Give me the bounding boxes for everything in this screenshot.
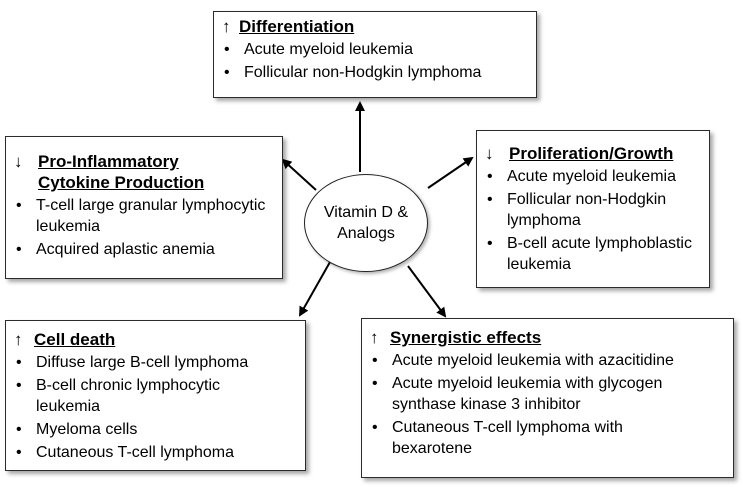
differentiation-title: Differentiation xyxy=(239,17,355,36)
list-item: Acute myeloid leukemia xyxy=(485,166,701,187)
list-item: Diffuse large B-cell lymphoma xyxy=(14,352,297,373)
list-item: B-cell acute lymphoblastic leukemia xyxy=(485,233,701,275)
list-item: Myeloma cells xyxy=(14,419,297,440)
up-arrow-icon: ↑ xyxy=(14,330,23,349)
list-item: Acute myeloid leukemia with glycogen syn… xyxy=(370,373,692,415)
list-item: T-cell large granular lymphocytic leukem… xyxy=(14,195,274,237)
synergistic-title: Synergistic effects xyxy=(390,328,542,347)
synergistic-box: ↑ Synergistic effects Acute myeloid leuk… xyxy=(361,318,734,478)
down-arrow-icon: ↓ xyxy=(14,152,23,171)
list-item: Cutaneous T-cell lymphoma with bexaroten… xyxy=(370,417,642,459)
list-item: Cutaneous T-cell lymphoma xyxy=(14,442,297,463)
list-item: Acute myeloid leukemia xyxy=(222,39,528,60)
synergistic-list: Acute myeloid leukemia with azacitidine … xyxy=(370,350,725,459)
differentiation-list: Acute myeloid leukemia Follicular non-Ho… xyxy=(222,39,528,83)
down-arrow-icon: ↓ xyxy=(485,144,494,163)
arrow-to-pro-inflammatory xyxy=(281,158,317,191)
pro-inflammatory-box: ↓ Pro-Inflammatory Cytokine Production T… xyxy=(5,136,283,279)
arrow-to-synergistic xyxy=(407,265,447,318)
pro-inflammatory-header: ↓ Pro-Inflammatory Cytokine Production xyxy=(14,151,274,193)
up-arrow-icon: ↑ xyxy=(370,328,379,347)
list-item: B-cell chronic lymphocytic leukemia xyxy=(14,375,266,417)
proliferation-title: Proliferation/Growth xyxy=(509,144,674,163)
proliferation-list: Acute myeloid leukemia Follicular non-Ho… xyxy=(485,166,701,275)
list-item: Acute myeloid leukemia with azacitidine xyxy=(370,350,725,371)
arrow-to-proliferation xyxy=(427,156,474,189)
cell-death-box: ↑ Cell death Diffuse large B-cell lympho… xyxy=(5,320,306,471)
vitamin-d-node: Vitamin D & Analogs xyxy=(304,174,428,272)
center-label: Vitamin D & Analogs xyxy=(323,204,409,242)
pro-inflammatory-title: Pro-Inflammatory Cytokine Production xyxy=(38,152,205,192)
cell-death-header: ↑ Cell death xyxy=(14,329,297,350)
differentiation-box: ↑ Differentiation Acute myeloid leukemia… xyxy=(213,11,537,98)
cell-death-list: Diffuse large B-cell lymphoma B-cell chr… xyxy=(14,352,297,463)
list-item: Follicular non-Hodgkin lymphoma xyxy=(222,62,528,83)
up-arrow-icon: ↑ xyxy=(222,17,231,36)
synergistic-header: ↑ Synergistic effects xyxy=(370,327,725,348)
list-item: Follicular non-Hodgkin lymphoma xyxy=(485,189,701,231)
proliferation-box: ↓ Proliferation/Growth Acute myeloid leu… xyxy=(476,130,710,288)
proliferation-header: ↓ Proliferation/Growth xyxy=(485,143,701,164)
arrow-to-cell-death xyxy=(299,261,331,317)
list-item: Acquired aplastic anemia xyxy=(14,239,274,260)
cell-death-title: Cell death xyxy=(34,330,116,349)
pro-inflammatory-list: T-cell large granular lymphocytic leukem… xyxy=(14,195,274,260)
differentiation-header: ↑ Differentiation xyxy=(222,16,528,37)
